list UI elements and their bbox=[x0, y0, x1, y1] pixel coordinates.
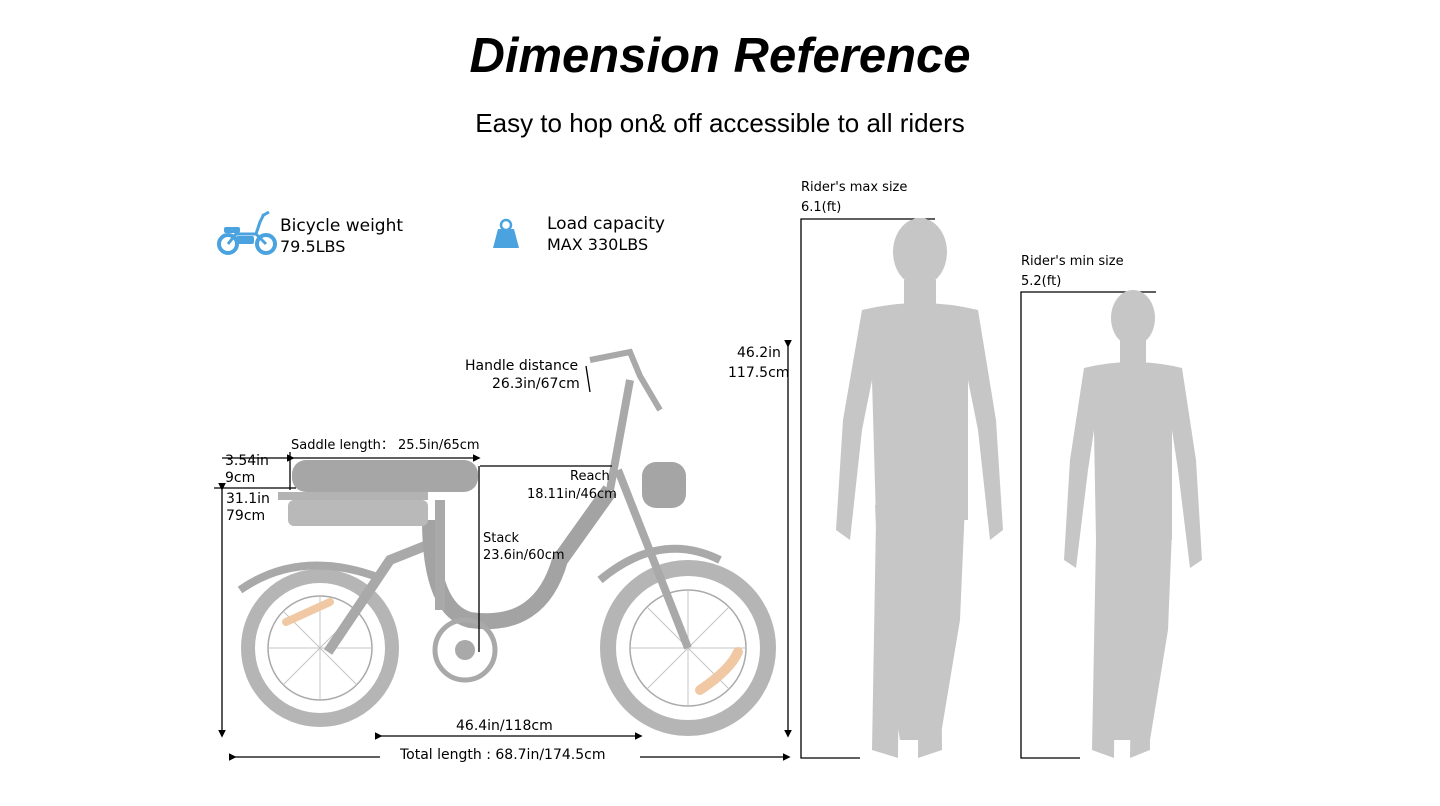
rider-max-value: 6.1(ft) bbox=[801, 200, 842, 215]
weight-value: 79.5LBS bbox=[280, 237, 346, 256]
reach-value: 18.11in/46cm bbox=[527, 487, 617, 502]
rider-max-silhouette bbox=[836, 218, 1003, 758]
rider-min-silhouette bbox=[1064, 290, 1202, 758]
saddle-adjust-in: 3.54in bbox=[225, 453, 269, 469]
handle-distance-value: 26.3in/67cm bbox=[492, 376, 580, 392]
wheelbase-label: 46.4in/118cm bbox=[456, 718, 553, 734]
weight-icon bbox=[493, 218, 519, 248]
bicycle-icon bbox=[217, 210, 277, 255]
stack-value: 23.6in/60cm bbox=[483, 548, 565, 563]
page-subtitle: Easy to hop on& off accessible to all ri… bbox=[475, 108, 965, 138]
seat-height-cm: 79cm bbox=[226, 508, 266, 524]
total-length-label: Total length : 68.7in/174.5cm bbox=[400, 747, 606, 763]
rider-min-label: Rider's min size bbox=[1021, 254, 1124, 269]
seat-height-in: 31.1in bbox=[226, 491, 270, 507]
saddle-adjust-cm: 9cm bbox=[225, 470, 256, 486]
saddle-length-label: Saddle length： 25.5in/65cm bbox=[291, 438, 480, 453]
overall-height-cm: 117.5cm bbox=[728, 365, 790, 381]
rider-min-value: 5.2(ft) bbox=[1021, 274, 1062, 289]
page-title: Dimension Reference bbox=[469, 29, 971, 83]
load-label: Load capacity bbox=[547, 214, 665, 234]
load-value: MAX 330LBS bbox=[547, 235, 649, 254]
bike-illustration bbox=[237, 348, 776, 736]
stack-label: Stack bbox=[483, 531, 519, 546]
rider-max-label: Rider's max size bbox=[801, 180, 908, 195]
overall-height-in: 46.2in bbox=[737, 345, 781, 361]
handle-distance-label: Handle distance bbox=[465, 358, 579, 374]
reach-label: Reach bbox=[570, 469, 610, 484]
weight-label: Bicycle weight bbox=[280, 216, 404, 236]
